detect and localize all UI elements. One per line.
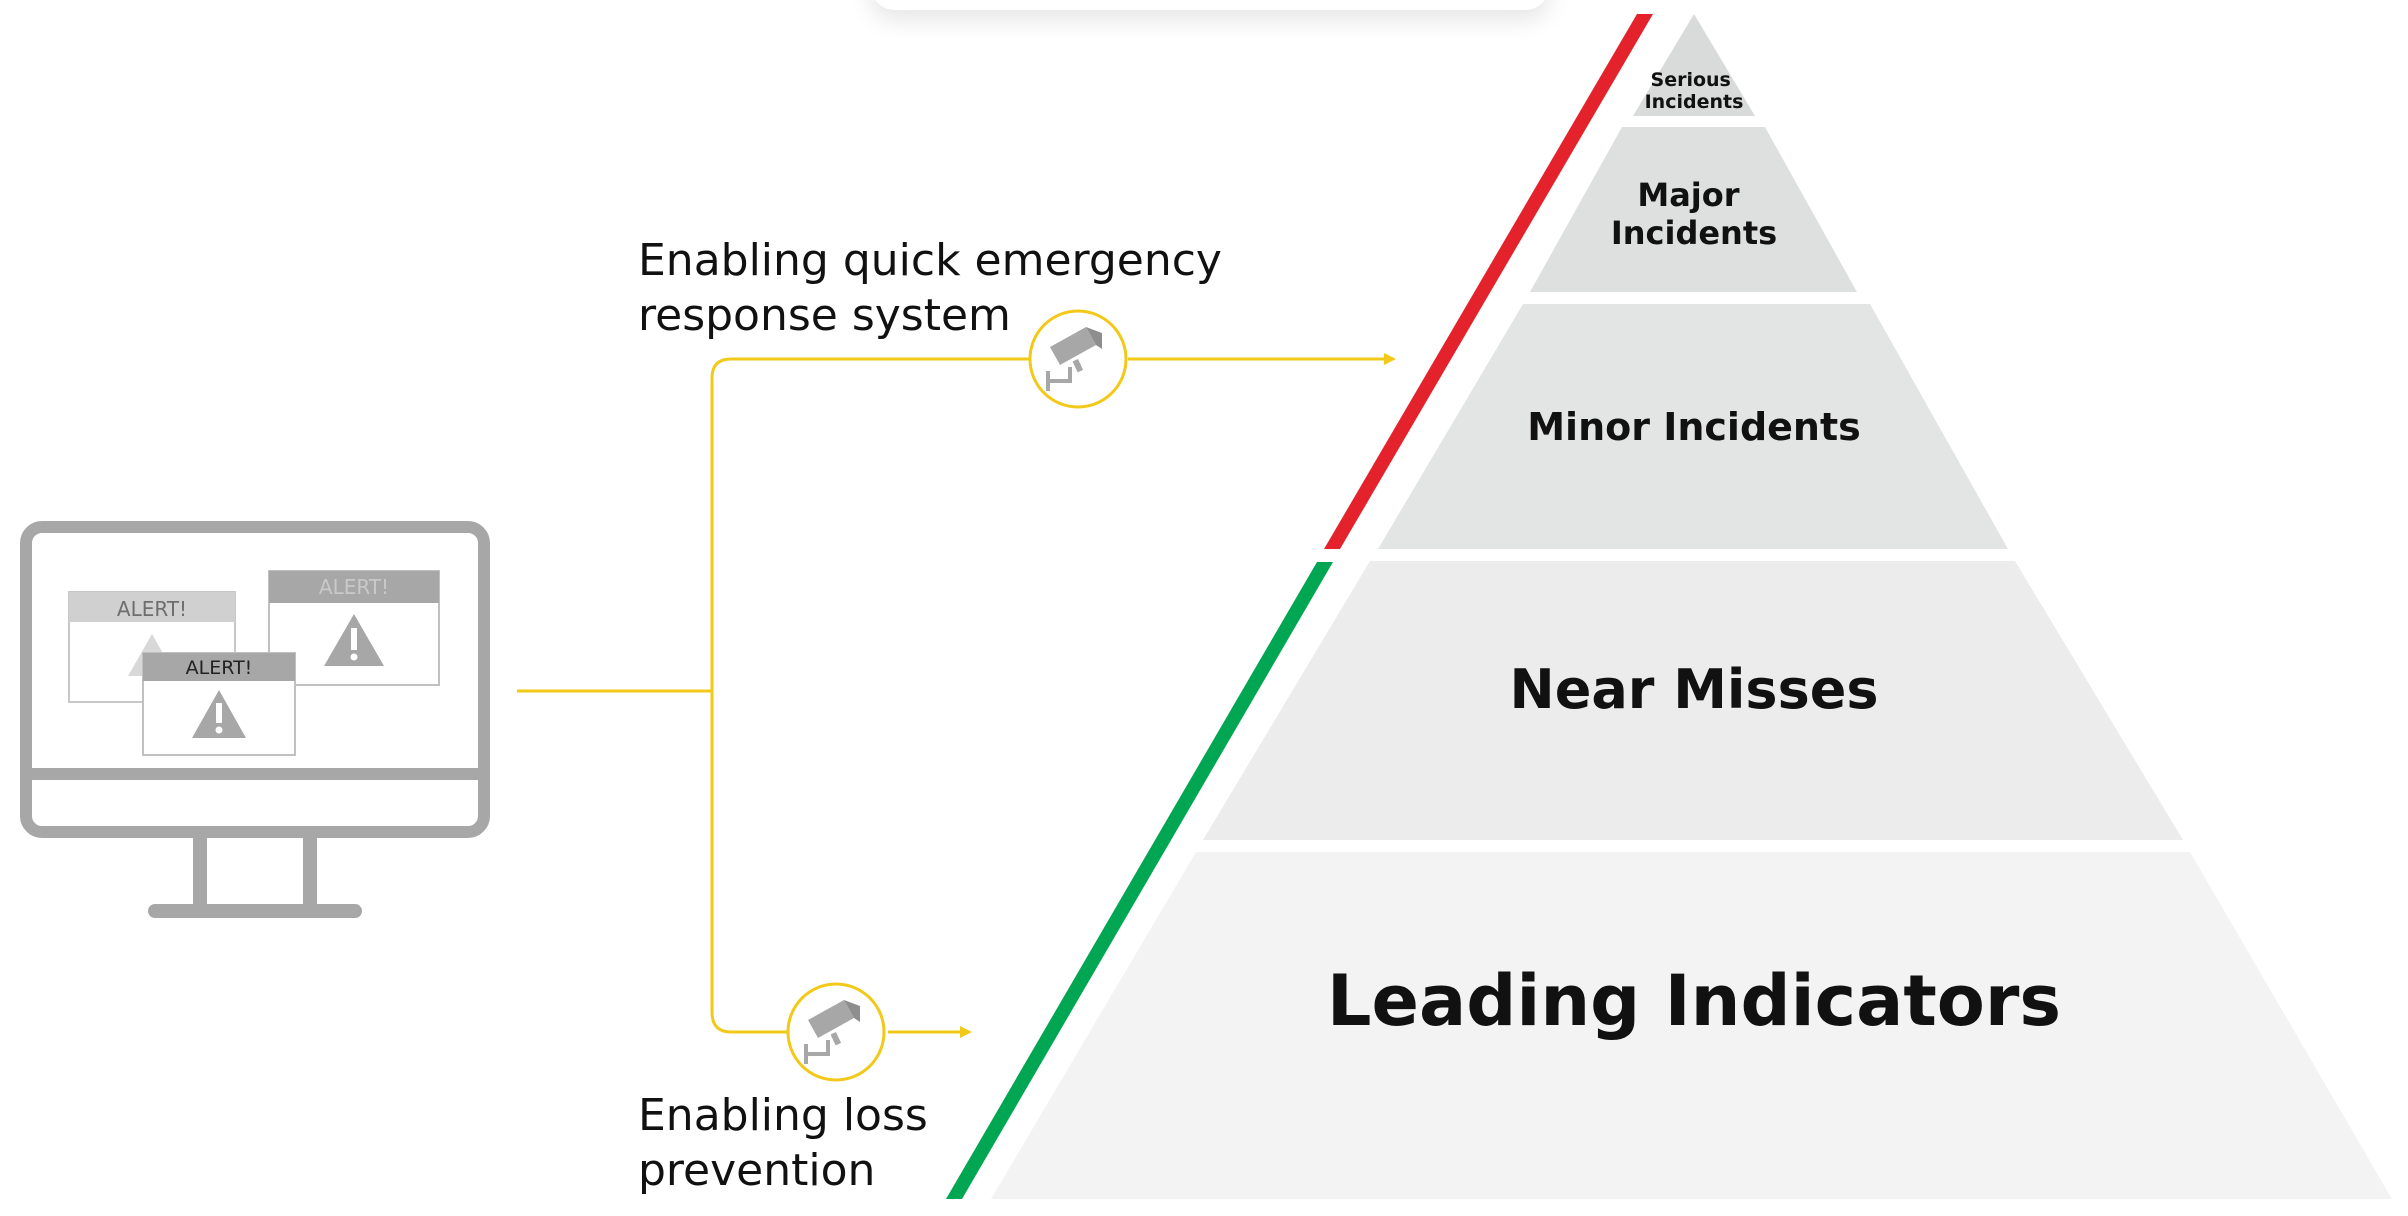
monitor-base — [148, 904, 362, 918]
pyramid-tier-near-misses — [1203, 561, 2183, 840]
pyramid-tier-major — [1530, 127, 1857, 292]
monitor-neck-right — [303, 834, 317, 910]
loss-prevention-caption: Enabling loss prevention — [638, 1090, 942, 1196]
major-incidents-label-line-1: Major — [1637, 176, 1739, 214]
major-incidents-label: Major Incidents — [1611, 176, 1777, 252]
pyramid-tier-minor — [1378, 304, 2008, 549]
minor-incidents-label: Minor Incidents — [1527, 405, 1861, 449]
emergency-response-caption-line-2: response system — [638, 290, 1011, 341]
near-misses-label: Near Misses — [1510, 658, 1879, 721]
lower-arrow-head-icon — [960, 1026, 972, 1038]
major-incidents-label-line-2: Incidents — [1611, 214, 1777, 252]
alert-window-2: ALERT! — [268, 570, 440, 686]
monitor-neck-left — [193, 834, 207, 910]
serious-incidents-label-line-1: Serious — [1651, 69, 1731, 91]
flow-connectors — [517, 357, 1388, 1034]
prevention-bar-green — [946, 562, 1333, 1199]
upper-branch-line — [710, 357, 1030, 1012]
lower-cctv-camera-icon — [786, 982, 886, 1082]
serious-incidents-label: Serious Incidents — [1645, 69, 1744, 113]
lower-branch-line — [710, 1011, 787, 1034]
upper-arrow-head-icon — [1384, 353, 1396, 365]
alert-window-3-title: ALERT! — [186, 657, 253, 679]
loss-prevention-caption-line-2: prevention — [638, 1145, 875, 1196]
loss-prevention-caption-line-1: Enabling loss — [638, 1090, 928, 1141]
top-card-shadow — [870, 0, 1550, 10]
severity-bar-red — [1324, 14, 1653, 549]
pyramid-tier-leading-indicators — [991, 852, 2392, 1199]
serious-incidents-label-line-2: Incidents — [1645, 91, 1744, 113]
upper-cctv-camera-icon — [1028, 309, 1128, 409]
monitor-icon: ALERT! ALERT! ALERT! — [20, 521, 490, 918]
alert-window-3: ALERT! — [142, 652, 296, 756]
alert-window-1: ALERT! — [68, 591, 236, 703]
alert-window-1-title: ALERT! — [117, 597, 187, 621]
pyramid-tier-serious — [1633, 14, 1755, 116]
emergency-response-caption: Enabling quick emergency response system — [638, 235, 1236, 341]
alert-window-2-title: ALERT! — [319, 575, 389, 599]
leading-indicators-label: Leading Indicators — [1327, 960, 2061, 1042]
emergency-response-caption-line-1: Enabling quick emergency — [638, 235, 1222, 286]
